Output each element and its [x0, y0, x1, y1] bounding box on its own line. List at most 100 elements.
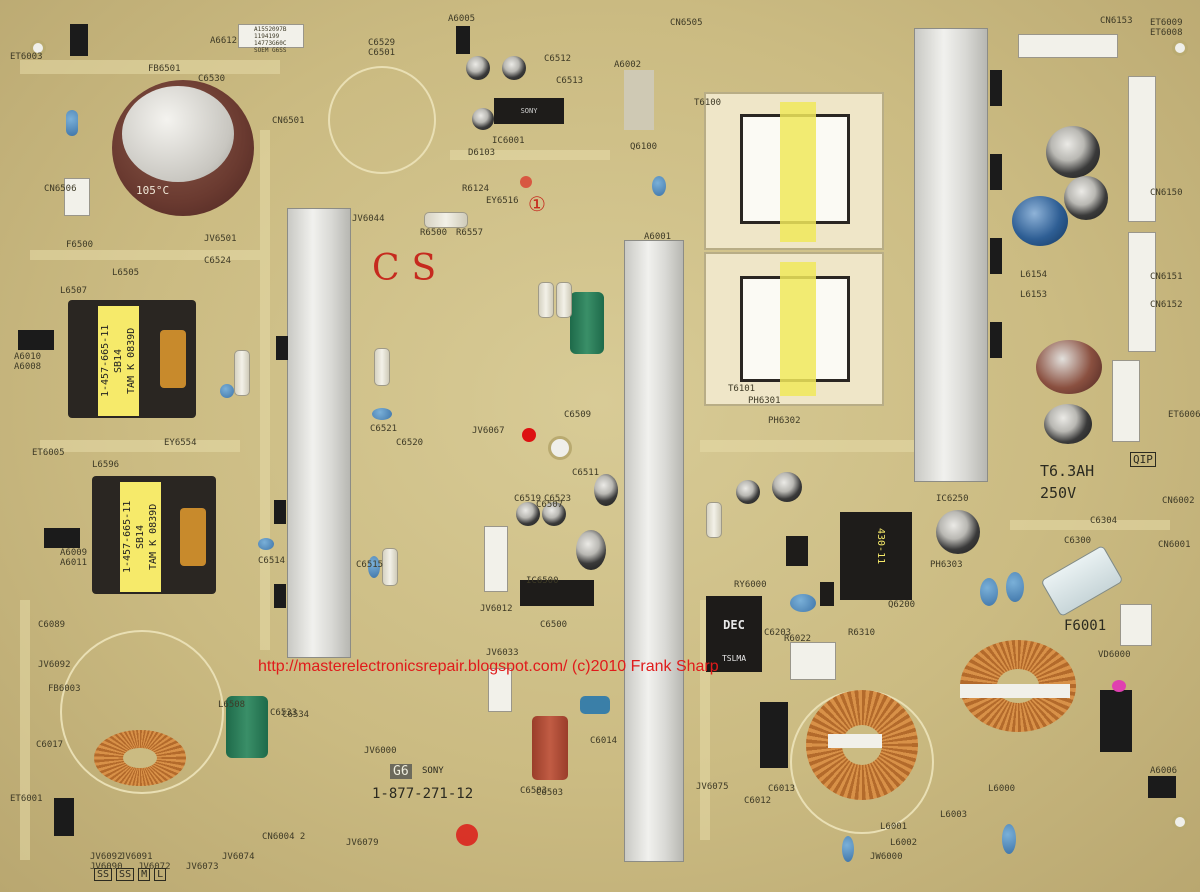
disc-capacitor	[652, 176, 666, 196]
silkscreen-label: C6300	[1064, 536, 1092, 546]
pcb-trace	[20, 60, 280, 74]
silkscreen-label: JV6033	[486, 648, 519, 658]
resistor	[556, 282, 572, 318]
circled-one-mark: ①	[528, 192, 546, 216]
silkscreen-label: Q6200	[888, 600, 916, 610]
electrolytic-capacitor	[576, 530, 606, 570]
bottom-marks: SS SS M L	[94, 868, 167, 881]
transformer-label-line: TAM K 0839D	[148, 503, 159, 571]
silkscreen-label: CN6506	[44, 184, 77, 194]
disc-capacitor	[258, 538, 274, 550]
transformer-upper-label: 1-457-665-11 SB14 TAM K 0839D	[98, 306, 139, 416]
silkscreen-label: JV6072	[138, 862, 171, 872]
silkscreen-label: C6515	[356, 560, 384, 570]
silkscreen-label: C6534	[282, 710, 310, 720]
bulk-capacitor-top	[122, 86, 234, 182]
board-code: G6	[390, 764, 412, 779]
ground-clip	[1148, 776, 1176, 798]
capacitor-rating-text: 105°C	[136, 184, 170, 197]
electrolytic-capacitor	[772, 472, 802, 502]
silkscreen-label: ET6003	[10, 52, 43, 62]
silkscreen-label: A6006	[1150, 766, 1178, 776]
silkscreen-label: PH6302	[768, 416, 801, 426]
qip-mark: QIP	[1130, 452, 1156, 467]
silkscreen-label: JV6092	[90, 852, 123, 862]
silkscreen-label: L6153	[1020, 290, 1048, 300]
silkscreen-label: C6529	[368, 38, 396, 48]
fuse-rating: T6.3AH	[1040, 462, 1095, 480]
bottom-mark: M	[138, 868, 151, 881]
silkscreen-label: C6514	[258, 556, 286, 566]
disc-capacitor	[372, 408, 392, 420]
relay-brand: DEC	[723, 618, 745, 632]
silkscreen-label: C6513	[556, 76, 584, 86]
small-component	[274, 500, 286, 524]
relay: DEC TSLMA	[706, 596, 762, 672]
fuse-glass	[1040, 544, 1124, 618]
silkscreen-label: RY6000	[734, 580, 767, 590]
silkscreen-label: L6002	[890, 838, 918, 848]
silkscreen-label: C6503	[536, 788, 564, 798]
silkscreen-label: C6500	[540, 620, 568, 630]
silkscreen-label: A6005	[448, 14, 476, 24]
transformer-tape	[780, 262, 816, 396]
cement-resistor	[484, 526, 508, 592]
silkscreen-label: ET6001	[10, 794, 43, 804]
silkscreen-label: JV6074	[222, 852, 255, 862]
silkscreen-label: IC6500	[526, 576, 559, 586]
silkscreen-label: CN6505	[670, 18, 703, 28]
silkscreen-label: C6521	[370, 424, 398, 434]
connector-cn6152	[1112, 360, 1140, 442]
disc-capacitor	[1002, 824, 1016, 854]
silkscreen-label: T6100	[694, 98, 722, 108]
silkscreen-label: PH6303	[930, 560, 963, 570]
silkscreen-label: C6533	[270, 708, 298, 718]
silkscreen-label: L6505	[112, 268, 140, 278]
silkscreen-label: ET6005	[32, 448, 65, 458]
silkscreen-label: A6001	[644, 232, 672, 242]
silkscreen-label: JV6091	[120, 852, 153, 862]
power-transformer-lower	[704, 252, 884, 406]
silkscreen-label: A6008	[14, 362, 42, 372]
electrolytic-capacitor	[1044, 404, 1092, 444]
mounting-hole	[1172, 814, 1188, 830]
small-component	[276, 336, 288, 360]
toroid-label	[828, 734, 882, 748]
silkscreen-label: IC6001	[492, 136, 525, 146]
silkscreen-label: F6500	[66, 240, 94, 250]
electrolytic-capacitor	[1046, 126, 1100, 178]
electrolytic-capacitor	[1064, 176, 1108, 220]
heatsink-center	[624, 240, 684, 862]
transformer-copper-winding	[160, 330, 186, 388]
varistor-block	[1100, 690, 1132, 752]
pcb-trace	[700, 600, 710, 840]
connector-cn6153	[1018, 34, 1118, 58]
disc-capacitor	[790, 594, 816, 612]
small-component	[990, 154, 1002, 190]
silkscreen-label: R6124	[462, 184, 490, 194]
silkscreen-label: T6101	[728, 384, 756, 394]
bottom-mark: SS	[94, 868, 113, 881]
red-inspection-dot	[522, 428, 536, 442]
silkscreen-label: CN6152	[1150, 300, 1183, 310]
connector-cn6151	[1128, 232, 1156, 352]
resistor	[424, 212, 468, 228]
silkscreen-label: JV6067	[472, 426, 505, 436]
silkscreen-label: C6509	[564, 410, 592, 420]
ground-clip	[18, 330, 54, 350]
disc-capacitor	[368, 556, 380, 578]
silkscreen-circle	[328, 66, 436, 174]
silkscreen-label: L6003	[940, 810, 968, 820]
silkscreen-label: CN6153	[1100, 16, 1133, 26]
transformer-label-line: TAM K 0839D	[126, 327, 137, 395]
silkscreen-label: JV6075	[696, 782, 729, 792]
transformer-label-line: 1-457-665-11	[100, 324, 111, 398]
electrolytic-capacitor	[472, 108, 494, 130]
bottom-mark: SS	[116, 868, 135, 881]
silkscreen-label: JV6501	[204, 234, 237, 244]
toroid-label	[960, 684, 1070, 698]
power-ic	[840, 512, 912, 600]
silkscreen-label: L6508	[218, 700, 246, 710]
varistor-block	[760, 702, 788, 768]
silkscreen-label: C6519	[514, 494, 542, 504]
